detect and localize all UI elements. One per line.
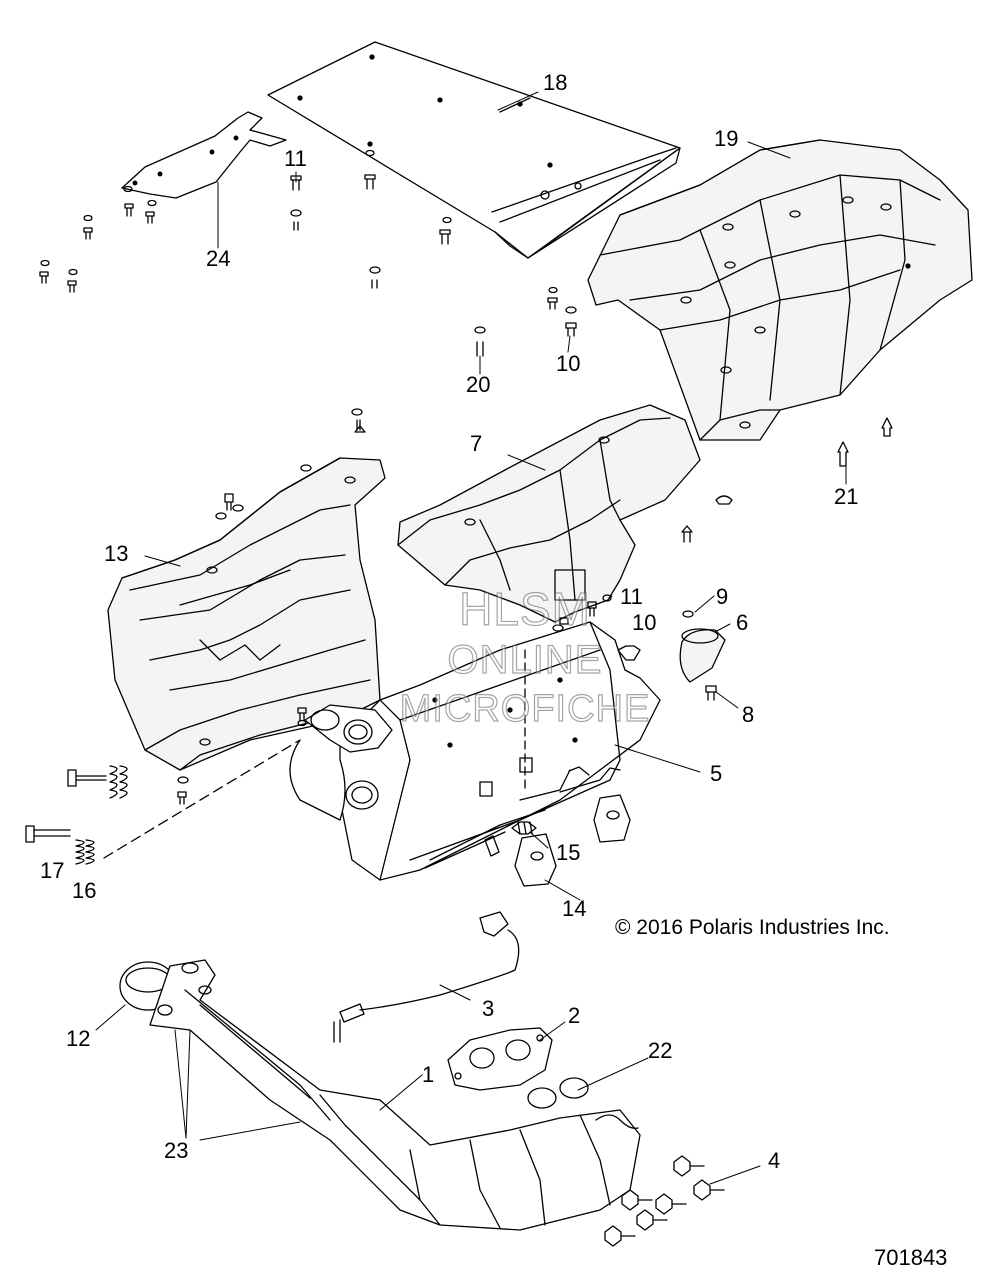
callout-8: 8 xyxy=(742,702,755,727)
callout-5: 5 xyxy=(710,761,723,786)
callout-17: 17 xyxy=(40,858,65,883)
part-13-muffler-shield xyxy=(107,457,386,771)
part-8-screw xyxy=(705,685,717,701)
callout-7: 7 xyxy=(470,431,483,456)
watermark-line-1: HLSM xyxy=(458,583,591,635)
figure-number: 701843 xyxy=(874,1245,948,1270)
muffler-inlet-pipes xyxy=(289,704,393,821)
part-5-muffler xyxy=(339,621,661,881)
leader-lines xyxy=(95,91,847,1185)
callout-21: 21 xyxy=(834,484,859,509)
part-16-17-springs-bolts xyxy=(25,739,301,865)
callout-6: 6 xyxy=(736,610,749,635)
callout-22: 22 xyxy=(648,1038,673,1063)
callout-20: 20 xyxy=(466,372,491,397)
callout-18: 18 xyxy=(543,70,568,95)
watermark-line-2: ONLINE xyxy=(447,638,603,682)
copyright-notice: © 2016 Polaris Industries Inc. xyxy=(615,916,890,939)
callout-16: 16 xyxy=(72,878,97,903)
callout-2: 2 xyxy=(568,1003,581,1028)
watermark-line-3: MICROFICHE xyxy=(399,688,651,730)
part-15-grommet xyxy=(511,645,641,835)
callout-14: 14 xyxy=(562,896,587,921)
shield-13-fasteners xyxy=(177,408,366,805)
callout-13: 13 xyxy=(104,541,129,566)
part-7-upper-shield xyxy=(397,404,701,623)
part-2-flange-gasket xyxy=(447,1027,553,1091)
callout-12: 12 xyxy=(66,1026,91,1051)
callout-19: 19 xyxy=(714,126,739,151)
part-19-heat-shield xyxy=(587,139,973,441)
callout-10-mid: 10 xyxy=(632,610,657,635)
part-1-head-pipe xyxy=(149,959,641,1231)
part-9-clip xyxy=(682,610,694,618)
part-18-panel xyxy=(267,41,681,259)
callout-15: 15 xyxy=(556,840,581,865)
part-21-push-rivets xyxy=(715,417,893,505)
callout-1: 1 xyxy=(422,1062,435,1087)
muffler-hangers xyxy=(424,766,621,869)
part-6-end-cap xyxy=(679,628,726,683)
callout-11-mid: 11 xyxy=(620,584,643,609)
part-4-bolts xyxy=(604,1155,725,1247)
callout-11-top: 11 xyxy=(284,146,307,171)
part-3-o2-sensor xyxy=(333,911,520,1043)
callout-10-top: 10 xyxy=(556,351,581,376)
callout-23: 23 xyxy=(164,1138,189,1163)
small-fasteners-top xyxy=(39,149,577,357)
part-24-plate xyxy=(121,111,287,199)
callout-24: 24 xyxy=(206,246,231,271)
shield-7-fasteners xyxy=(552,525,693,632)
part-22-rings xyxy=(527,1077,589,1109)
part-14-isolators xyxy=(514,794,631,887)
callout-3: 3 xyxy=(482,996,495,1021)
callout-4: 4 xyxy=(768,1148,781,1173)
callout-9: 9 xyxy=(716,584,729,609)
